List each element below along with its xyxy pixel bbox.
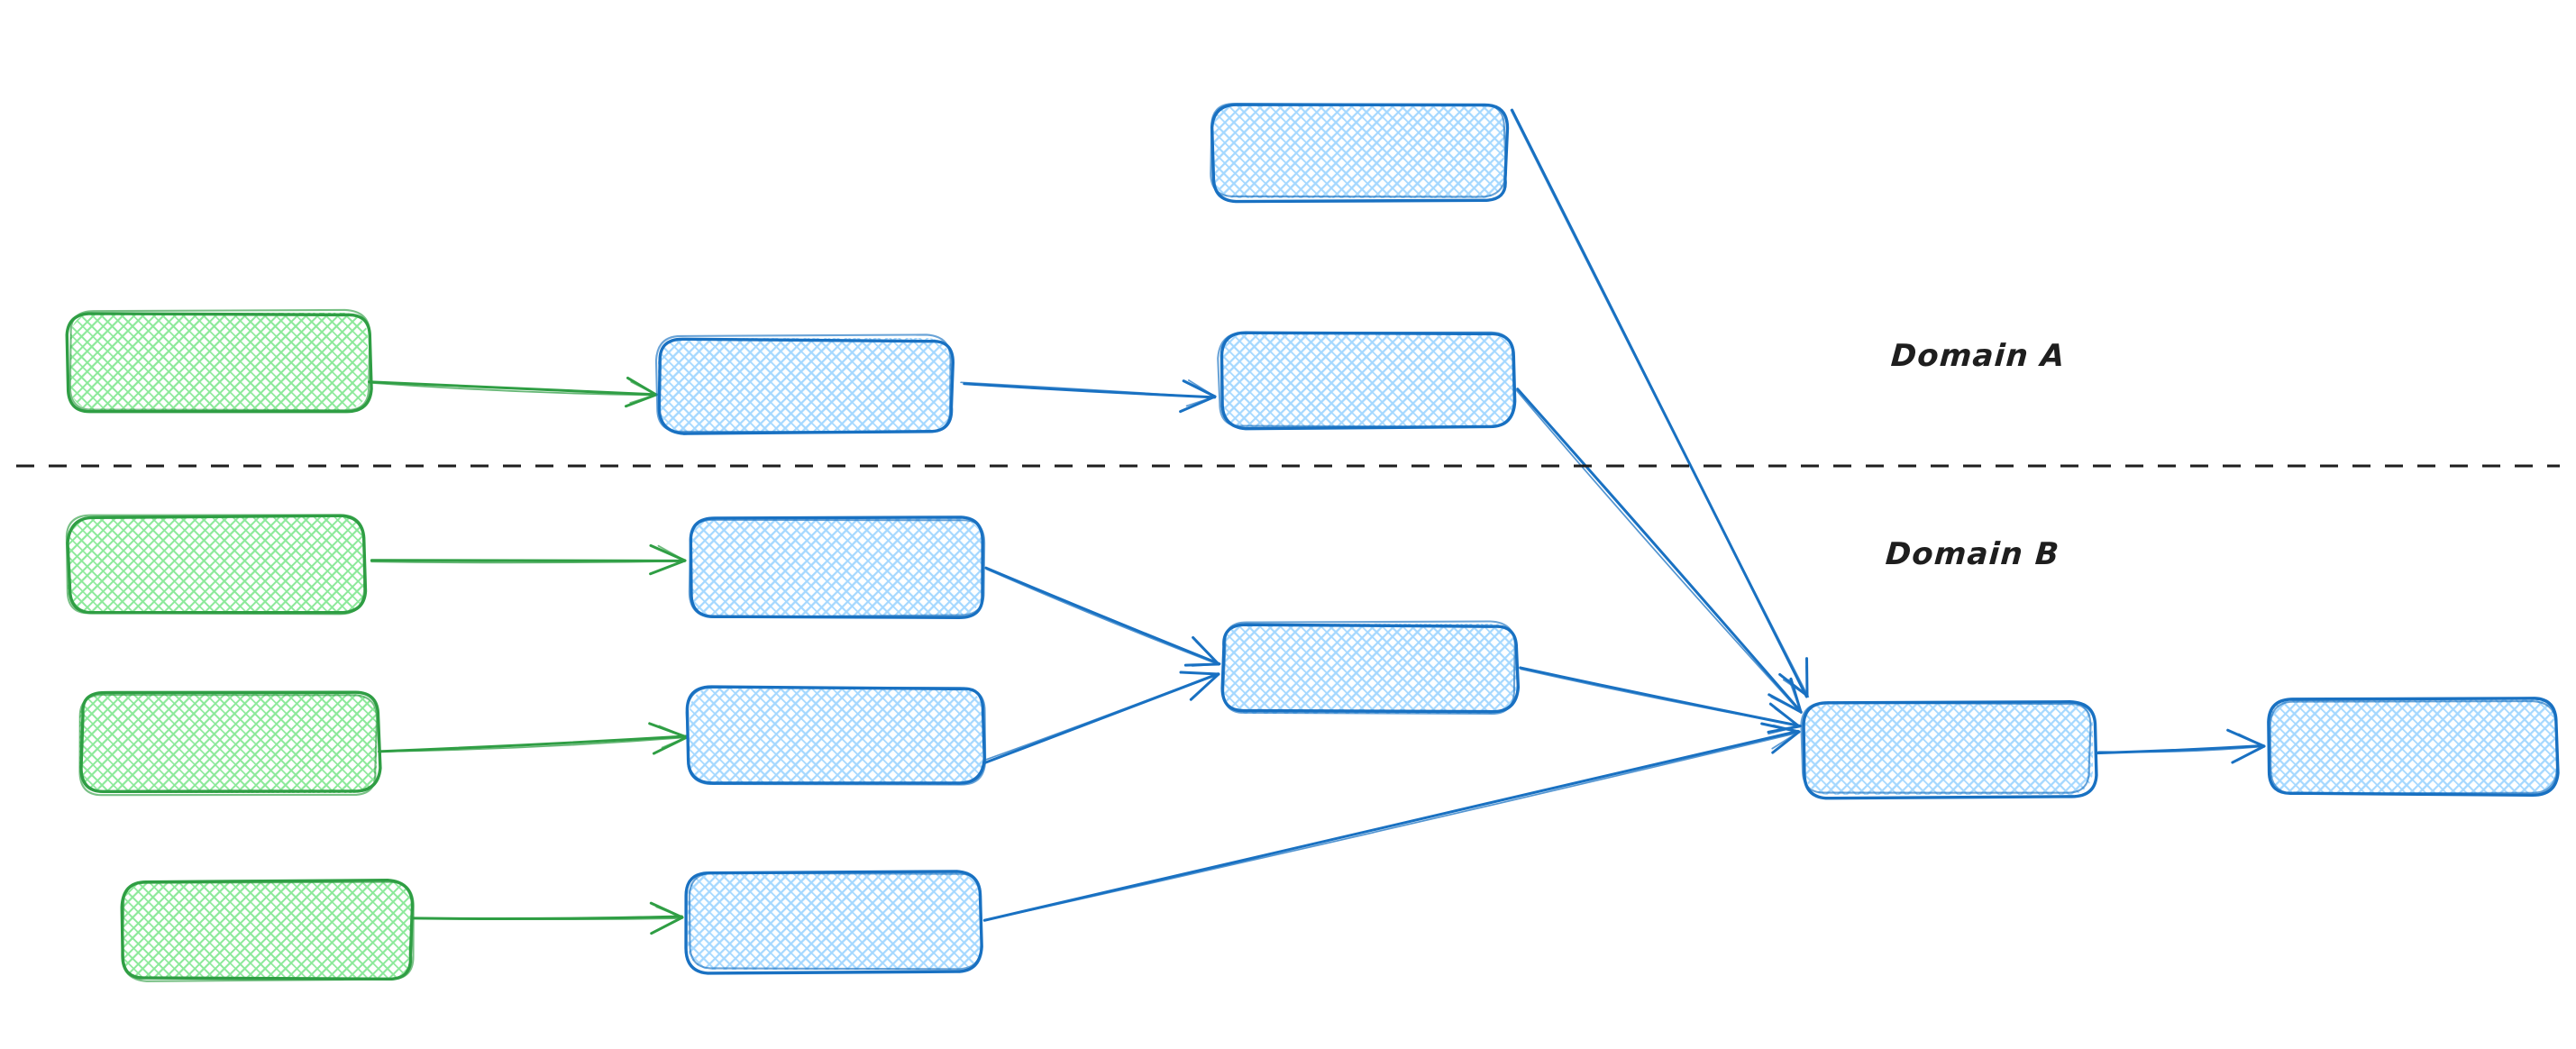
edge-b-src-3-to-b-mid-3[interactable] xyxy=(412,901,684,935)
edge-b-join-1-to-b-join-2[interactable] xyxy=(1519,666,1802,735)
edge-a-src-1-to-a-mid-1[interactable] xyxy=(368,376,658,408)
edge-b-mid-3-to-b-join-2[interactable] xyxy=(982,722,1801,922)
edge-b-src-1-to-b-mid-1[interactable] xyxy=(370,543,687,576)
node-b-src-1[interactable] xyxy=(65,514,368,616)
edges-layer xyxy=(368,108,2266,935)
edge-a-top-1-to-b-join-2[interactable] xyxy=(1510,108,1810,698)
node-a-out-1[interactable] xyxy=(1217,331,1517,431)
node-b-mid-2[interactable] xyxy=(685,685,987,786)
node-a-src-1[interactable] xyxy=(65,308,373,414)
node-b-mid-3[interactable] xyxy=(684,870,983,975)
edge-a-out-1-to-b-join-2[interactable] xyxy=(1515,388,1803,715)
node-b-out-1[interactable] xyxy=(2267,697,2560,797)
domain-b-label: Domain B xyxy=(1884,536,2061,572)
node-b-src-3[interactable] xyxy=(120,879,415,982)
node-b-src-2[interactable] xyxy=(78,690,382,797)
domain-a-label: Domain A xyxy=(1889,338,2067,374)
node-b-join-1[interactable] xyxy=(1220,620,1521,716)
node-a-top-1[interactable] xyxy=(1210,102,1510,204)
edge-b-join-2-to-b-out-1[interactable] xyxy=(2096,728,2266,764)
edge-b-mid-1-to-b-join-1[interactable] xyxy=(984,566,1221,667)
nodes-layer xyxy=(65,102,2560,982)
edge-b-src-2-to-b-mid-2[interactable] xyxy=(377,722,689,755)
node-b-mid-1[interactable] xyxy=(688,515,986,619)
node-a-mid-1[interactable] xyxy=(654,333,955,435)
edge-b-mid-2-to-b-join-1[interactable] xyxy=(982,670,1220,765)
edge-a-mid-1-to-a-out-1[interactable] xyxy=(960,379,1217,414)
node-b-join-2[interactable] xyxy=(1800,700,2098,800)
